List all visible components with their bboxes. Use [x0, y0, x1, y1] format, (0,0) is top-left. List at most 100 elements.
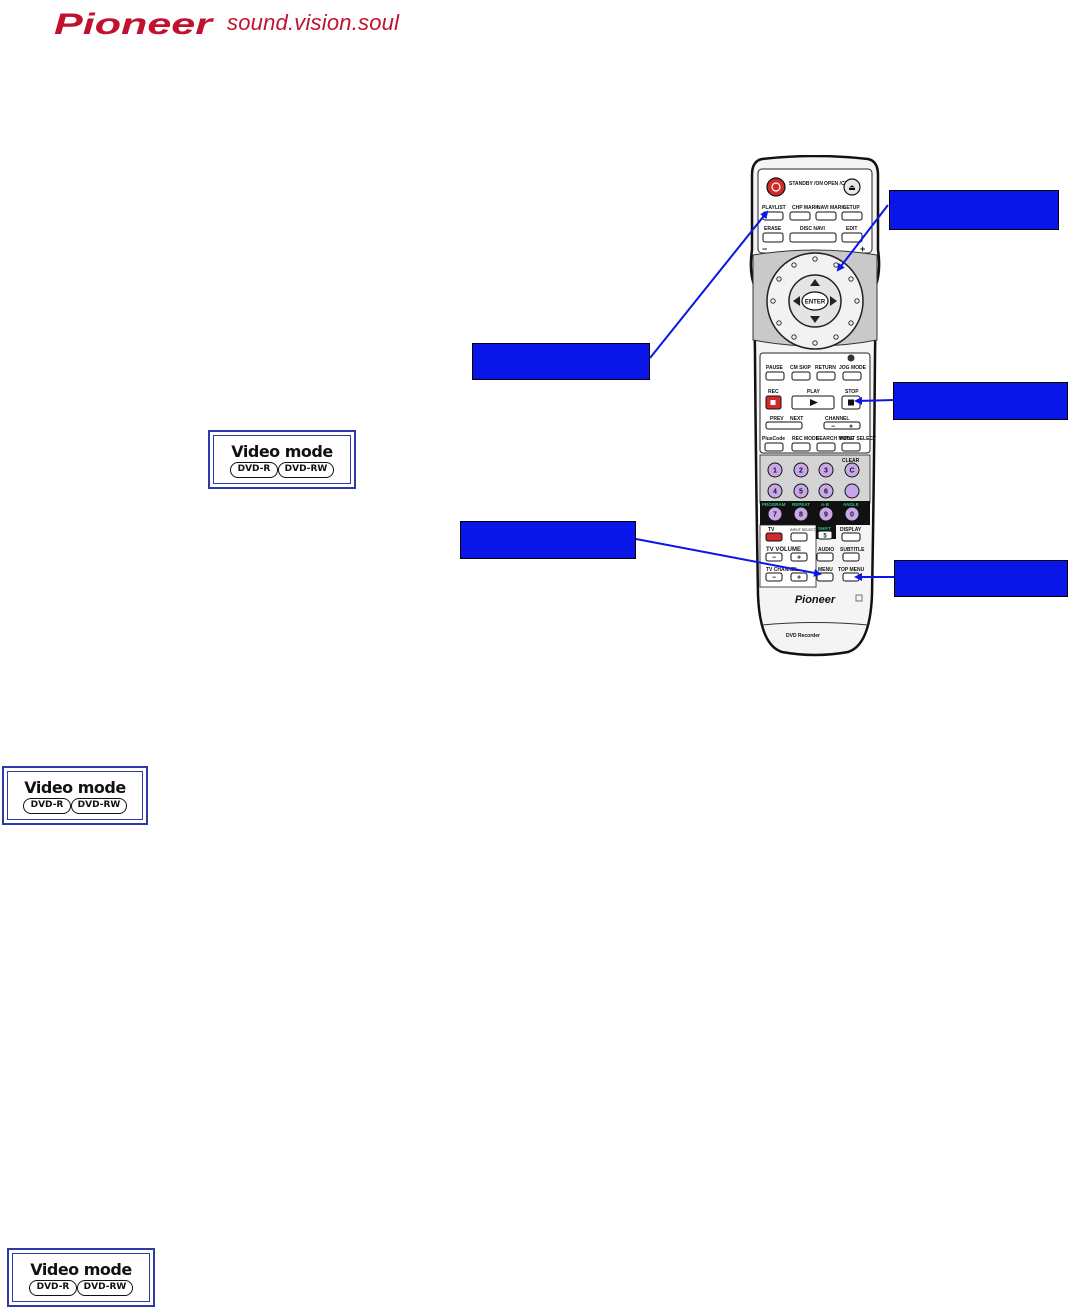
- standby-label: STANDBY /ON: [789, 181, 823, 187]
- video-mode-badge: Video mode DVD-R DVD-RW: [208, 430, 356, 489]
- svg-text:−: −: [772, 575, 776, 582]
- svg-text:−: −: [762, 244, 767, 254]
- chp-mark-label: CHP MARK: [792, 205, 819, 211]
- open-close-label: OPEN /CLOSE: [824, 181, 859, 187]
- svg-text:MENU: MENU: [818, 567, 833, 573]
- standby-button: [766, 177, 786, 197]
- svg-text:PAUSE: PAUSE: [766, 365, 784, 371]
- format-dvd-r: DVD-R: [230, 462, 278, 478]
- format-dvd-rw: DVD-RW: [71, 798, 127, 814]
- disc-navi-label: DISC NAVI: [800, 226, 826, 232]
- logo-text: Pioneer: [54, 8, 214, 40]
- callout-box-stop: [893, 382, 1068, 420]
- svg-text:PROGRAM: PROGRAM: [762, 502, 786, 507]
- svg-text:REC MODE: REC MODE: [792, 436, 820, 442]
- arrow-jog-dial: [836, 204, 889, 272]
- arrow-menu: [635, 538, 822, 577]
- svg-text:CHANNEL: CHANNEL: [825, 416, 849, 422]
- svg-text:NEXT: NEXT: [790, 416, 803, 422]
- arrow-playlist: [649, 210, 769, 359]
- svg-text:INPUT SELECT: INPUT SELECT: [840, 436, 876, 442]
- svg-text:9: 9: [824, 512, 828, 519]
- brand-tagline: sound.vision.soul: [227, 10, 400, 35]
- svg-text:INPUT SELECT: INPUT SELECT: [790, 528, 816, 532]
- svg-text:−: −: [772, 555, 776, 562]
- erase-label: ERASE: [764, 226, 782, 232]
- badge-formats: DVD-R DVD-RW: [210, 462, 354, 478]
- num-keys-row-1: 1 2 3 C: [767, 462, 860, 478]
- callout-box-top-menu: [894, 560, 1068, 597]
- badge-inner-frame: [213, 435, 351, 484]
- remote-brand: Pioneer: [795, 594, 836, 606]
- remote-model: DVD Recorder: [786, 633, 820, 639]
- svg-text:6: 6: [824, 489, 828, 496]
- svg-text:C: C: [849, 468, 854, 475]
- svg-text:1: 1: [773, 468, 777, 475]
- badge-inner-frame: [12, 1253, 150, 1302]
- badge-inner-frame: [7, 771, 143, 820]
- svg-text:PREV: PREV: [770, 416, 784, 422]
- svg-text:REC: REC: [768, 389, 779, 395]
- jog-dots: [770, 256, 860, 346]
- num-keys-row-3: 7 8 9 0: [767, 506, 860, 522]
- edit-label: EDIT: [846, 226, 857, 232]
- badge-formats: DVD-R DVD-RW: [4, 798, 146, 814]
- remote-bottom-curve: [761, 622, 869, 626]
- format-dvd-r: DVD-R: [23, 798, 71, 814]
- svg-text:0: 0: [850, 512, 854, 519]
- svg-text:5: 5: [799, 489, 803, 496]
- navi-mark-label: NAVI MARK: [817, 205, 845, 211]
- arrow-stop: [854, 396, 894, 405]
- callout-box-menu: [460, 521, 636, 559]
- setup-label: SETUP: [843, 205, 860, 211]
- callout-arrows: [635, 204, 894, 581]
- video-mode-badge: Video mode DVD-R DVD-RW: [7, 1248, 155, 1307]
- svg-text:A-B: A-B: [821, 502, 830, 507]
- svg-text:4: 4: [773, 489, 777, 496]
- enter-button: [801, 291, 829, 311]
- svg-text:8: 8: [799, 512, 803, 519]
- svg-text:DISPLAY: DISPLAY: [840, 527, 862, 533]
- svg-text:RETURN: RETURN: [815, 365, 836, 371]
- svg-text:TOP MENU: TOP MENU: [838, 567, 865, 573]
- svg-text:PLAY: PLAY: [807, 389, 821, 395]
- remote-control-illustration: STANDBY /ON OPEN /CLOSE ⏏ PLAYLIST CHP M…: [749, 155, 881, 657]
- svg-text:5: 5: [823, 534, 827, 540]
- svg-text:⏏: ⏏: [848, 183, 856, 192]
- svg-text:−: −: [831, 424, 835, 431]
- playlist-label: PLAYLIST: [762, 205, 786, 211]
- svg-text:TV VOLUME: TV VOLUME: [766, 547, 801, 553]
- svg-text:TV: TV: [768, 527, 775, 533]
- video-mode-badge: Video mode DVD-R DVD-RW: [2, 766, 148, 825]
- svg-text:CM SKIP: CM SKIP: [790, 365, 812, 371]
- svg-text:TV CHANNEL: TV CHANNEL: [766, 567, 798, 573]
- badge-title: Video mode: [231, 442, 333, 461]
- svg-text:JOG MODE: JOG MODE: [839, 365, 867, 371]
- svg-text:+: +: [860, 244, 865, 254]
- svg-text:+: +: [797, 555, 801, 562]
- callout-box-top-right: [889, 190, 1059, 230]
- badge-title: Video mode: [24, 778, 126, 797]
- svg-text:REPEAT: REPEAT: [792, 502, 810, 507]
- pioneer-logo: Pioneer: [54, 8, 214, 40]
- svg-text:SUBTITLE: SUBTITLE: [840, 547, 865, 553]
- svg-text:SHIFT: SHIFT: [818, 526, 831, 531]
- svg-text:7: 7: [773, 512, 777, 519]
- svg-text:ANGLE: ANGLE: [843, 502, 859, 507]
- num-keys-row-2: 4 5 6: [767, 483, 860, 499]
- open-close-button: [843, 178, 861, 196]
- svg-text:STOP: STOP: [845, 389, 859, 395]
- svg-text:SEARCH MODE: SEARCH MODE: [816, 436, 854, 442]
- svg-text:CLEAR: CLEAR: [842, 458, 860, 464]
- svg-text:+: +: [797, 575, 801, 582]
- callout-box-playlist: [472, 343, 650, 380]
- badge-formats: DVD-R DVD-RW: [9, 1280, 153, 1296]
- svg-text:2: 2: [799, 468, 803, 475]
- badge-title: Video mode: [30, 1260, 132, 1279]
- svg-text:PlusCode: PlusCode: [762, 436, 785, 442]
- enter-label: ENTER: [805, 300, 826, 306]
- svg-text:+: +: [849, 424, 853, 431]
- format-dvd-r: DVD-R: [29, 1280, 77, 1296]
- svg-text:3: 3: [824, 468, 828, 475]
- format-dvd-rw: DVD-RW: [77, 1280, 133, 1296]
